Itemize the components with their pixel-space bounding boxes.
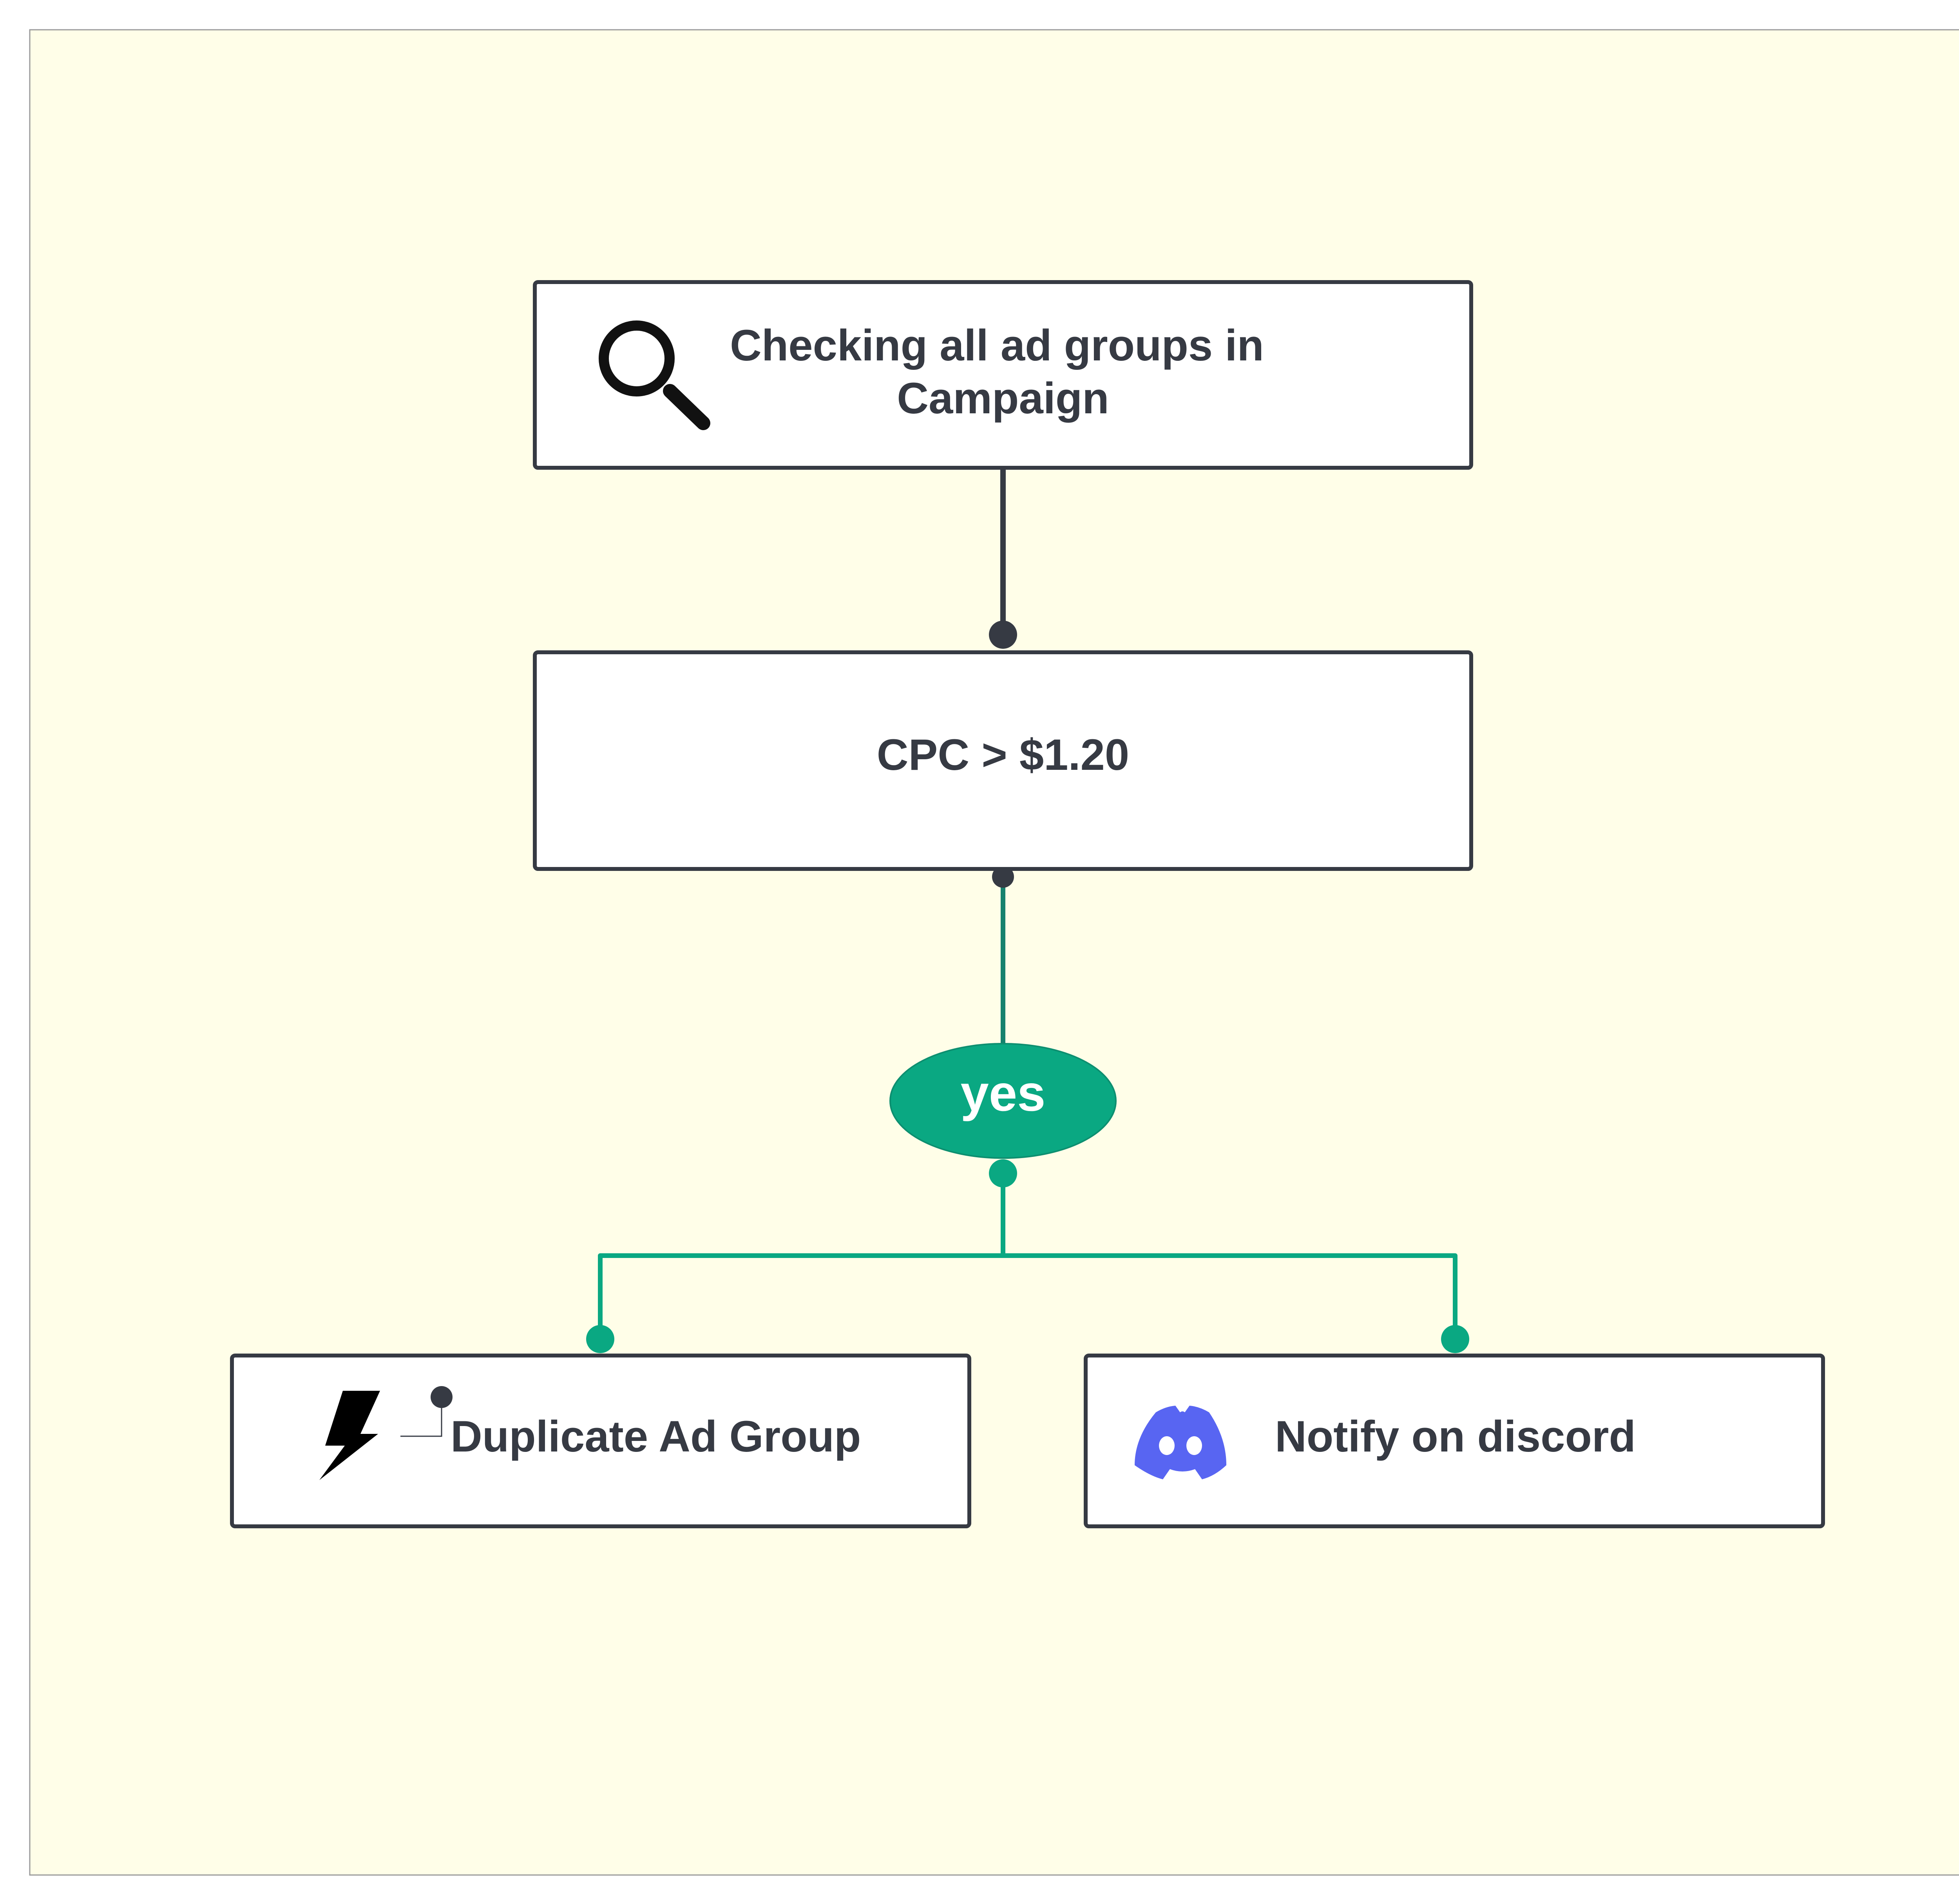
node-check-label-line2: Campaign: [897, 374, 1109, 423]
svg-text:Checking all ad groups in: Checking all ad groups in Campaign: [730, 321, 1276, 423]
edge-condition-to-yes: [992, 866, 1014, 1044]
discord-icon: [1135, 1406, 1226, 1479]
branch-label-yes-text: yes: [961, 1064, 1046, 1122]
node-check-ad-groups[interactable]: Checking all ad groups in Campaign: [533, 280, 1473, 470]
node-duplicate-label: Duplicate Ad Group: [451, 1412, 861, 1461]
node-notify-label: Notify on discord: [1275, 1412, 1636, 1461]
connector-endpoint-dot: [989, 621, 1017, 649]
search-icon: [599, 320, 710, 430]
node-cpc-condition[interactable]: CPC > $1.20: [533, 650, 1473, 871]
edge-yes-to-actions: [586, 1159, 1469, 1353]
node-check-label-line1: Checking all ad groups in: [730, 321, 1264, 370]
edge-check-to-condition: [989, 467, 1017, 649]
node-notify-discord[interactable]: Notify on discord: [1084, 1354, 1825, 1528]
branch-label-yes[interactable]: yes: [889, 1043, 1117, 1159]
connector-endpoint-dot: [586, 1325, 614, 1353]
connector-start-dot: [992, 866, 1014, 888]
node-duplicate-ad-group[interactable]: Duplicate Ad Group: [230, 1354, 971, 1528]
node-cpc-label: CPC > $1.20: [877, 730, 1129, 779]
lightning-bolt-icon: [319, 1391, 380, 1480]
connector-endpoint-dot: [1441, 1325, 1469, 1353]
stray-connector-handle: [400, 1386, 453, 1437]
